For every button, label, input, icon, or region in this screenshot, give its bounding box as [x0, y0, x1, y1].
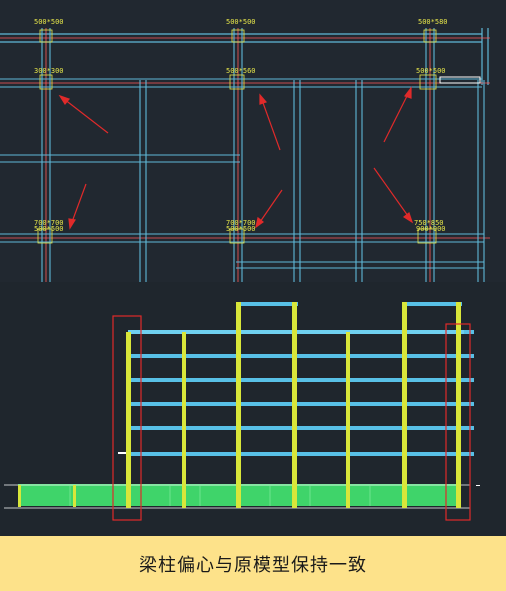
beam-level-2 — [128, 354, 474, 358]
elevation-markers — [118, 452, 480, 486]
plan-beams — [0, 28, 485, 282]
highlight-box-right — [445, 323, 471, 521]
plan-label-2: 500*500 — [226, 18, 256, 26]
caption-text: 梁柱偏心与原模型保持一致 — [139, 554, 367, 576]
elevation-beams — [128, 302, 474, 456]
plan-arrows — [58, 86, 414, 230]
plan-label-5: 500*560 — [226, 67, 256, 75]
plan-label-3: 500*580 — [418, 18, 448, 26]
plan-labels: 500*500 500*500 500*580 300*300 500*560 … — [34, 18, 448, 233]
column-7 — [456, 302, 461, 508]
plan-label-11: 750*850 — [414, 219, 444, 227]
plan-label-8: 500*500 — [34, 225, 64, 233]
beam-level-4 — [128, 402, 474, 406]
caption-bar: 梁柱偏心与原模型保持一致 — [0, 536, 506, 591]
plan-label-9: 700*700 — [226, 219, 256, 227]
plan-label-1: 500*500 — [34, 18, 64, 26]
elevation-columns — [126, 302, 461, 508]
beam-penthouse-right — [402, 302, 462, 306]
beam-level-5 — [128, 426, 474, 430]
beam-level-3 — [128, 378, 474, 382]
column-2 — [182, 332, 186, 508]
plan-label-7: 700*700 — [34, 219, 64, 227]
column-3 — [236, 302, 241, 508]
plan-label-10: 500*500 — [226, 225, 256, 233]
beam-penthouse-left — [236, 302, 298, 306]
highlight-box-left — [112, 315, 142, 521]
column-4 — [292, 302, 297, 508]
elevation-highlights — [112, 315, 471, 521]
plan-label-12: 900*900 — [416, 225, 446, 233]
structural-elevation-view — [0, 282, 506, 536]
plan-column-marks — [37, 29, 437, 244]
column-6 — [402, 302, 407, 508]
structural-plan-view: 500*500 500*500 500*580 300*300 500*560 … — [0, 0, 506, 282]
plan-label-6: 500*500 — [416, 67, 446, 75]
column-5 — [346, 332, 350, 508]
plan-label-4: 300*300 — [34, 67, 64, 75]
beam-level-6 — [128, 452, 474, 456]
plan-cantilever — [439, 76, 481, 84]
column-1 — [126, 332, 131, 508]
